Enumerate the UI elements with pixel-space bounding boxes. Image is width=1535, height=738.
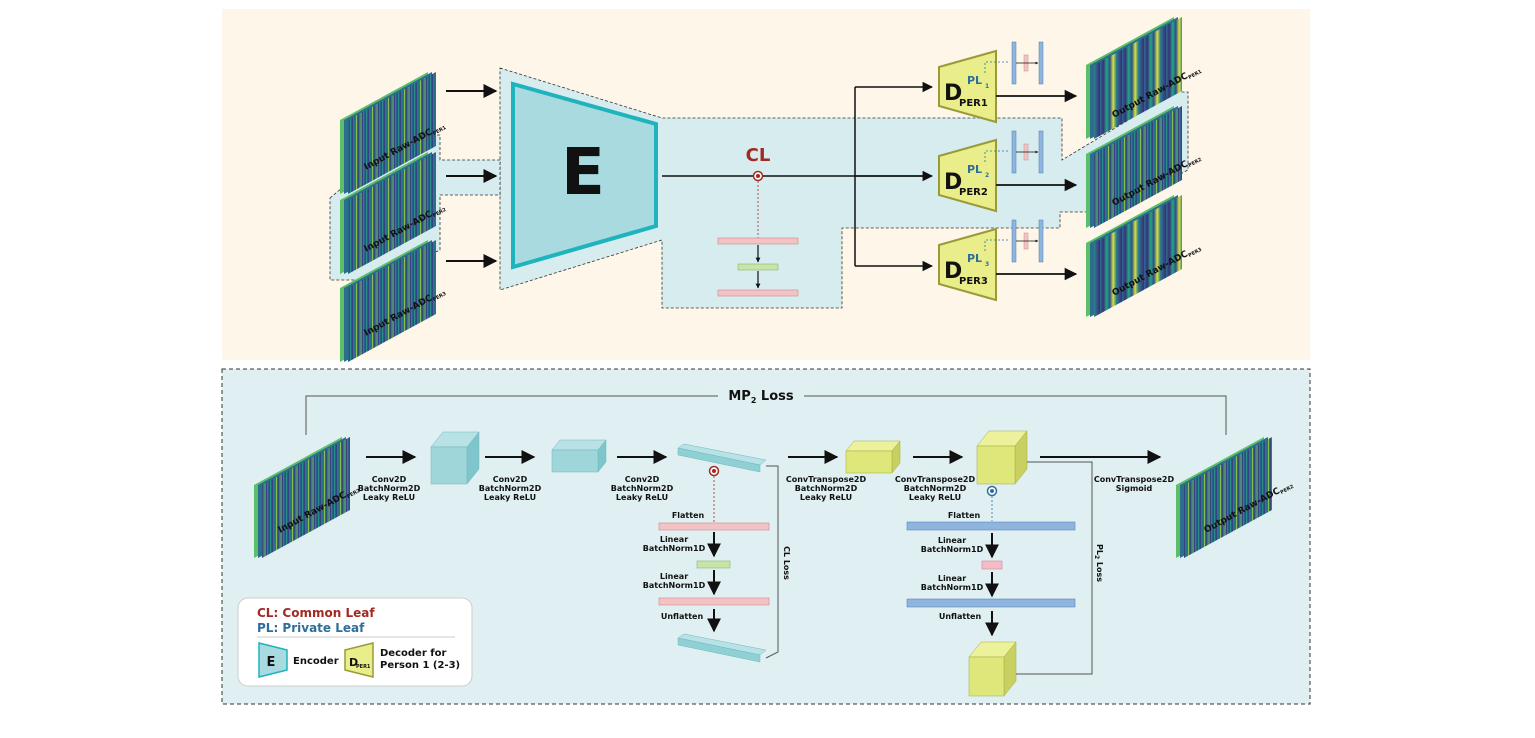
svg-text:PER1: PER1 bbox=[959, 98, 988, 109]
cl-linear-layer bbox=[696, 560, 731, 569]
encoder-region bbox=[499, 67, 1189, 309]
pl-flatten-label: Flatten bbox=[948, 511, 981, 520]
svg-text:2: 2 bbox=[985, 172, 989, 179]
pl-flatten-layer bbox=[906, 521, 1076, 531]
input-spectrogram-2 bbox=[340, 152, 436, 274]
svg-text:D: D bbox=[944, 170, 962, 195]
svg-text:PL: PL bbox=[967, 252, 982, 265]
dec-feature-map-1 bbox=[845, 440, 901, 474]
enc-latent-bar bbox=[677, 443, 767, 473]
cl-flatten-layer bbox=[658, 522, 770, 531]
encoder-letter: E bbox=[561, 136, 605, 210]
svg-text:PL: PL bbox=[967, 163, 982, 176]
legend-decoder-icon: D PER1 bbox=[344, 642, 374, 678]
svg-text:PER2: PER2 bbox=[959, 187, 988, 198]
svg-text:1: 1 bbox=[985, 83, 989, 90]
cl-unflatten-label: Unflatten bbox=[661, 612, 704, 621]
cl-loss-label: CL Loss bbox=[782, 546, 791, 580]
output-spectrogram-2 bbox=[1086, 106, 1182, 228]
pl-reconstructed-map bbox=[968, 641, 1017, 697]
svg-text:PER1: PER1 bbox=[356, 664, 371, 670]
legend-encoder-label: Encoder bbox=[293, 656, 339, 667]
output-spectrogram-3 bbox=[1086, 195, 1182, 317]
pl-linear-layer bbox=[981, 560, 1003, 570]
decoder-per1: D PER1 PL 1 bbox=[938, 41, 1044, 124]
svg-text:PL: PL bbox=[967, 74, 982, 87]
svg-text:D: D bbox=[349, 656, 358, 669]
pl-unflatten-layer bbox=[906, 598, 1076, 608]
bottom-output-spectrogram bbox=[1176, 437, 1272, 558]
svg-text:D: D bbox=[944, 259, 962, 284]
cl-linear-bar bbox=[737, 263, 779, 271]
svg-text:PER3: PER3 bbox=[959, 276, 988, 287]
output-spectrogram-1 bbox=[1086, 17, 1182, 139]
cl-reconstructed-bar bbox=[677, 633, 767, 663]
enc-feature-map-1 bbox=[430, 431, 480, 485]
svg-text:D: D bbox=[944, 81, 962, 106]
mp2-loss-label: MP2 Loss bbox=[728, 389, 794, 405]
legend-pl: PL: Private Leaf bbox=[257, 621, 365, 635]
legend-encoder-icon: E bbox=[258, 642, 288, 678]
cl-flatten-label: Flatten bbox=[672, 511, 705, 520]
pl-loss-label: PL2 Loss bbox=[1093, 544, 1104, 582]
cl-unflatten-bar bbox=[717, 289, 799, 297]
dec-feature-map-2 bbox=[976, 430, 1028, 485]
enc-feature-map-2 bbox=[551, 439, 607, 473]
encoder-block bbox=[511, 81, 658, 270]
input-spectrogram-1 bbox=[340, 72, 436, 194]
cl-flatten-bar bbox=[717, 237, 799, 245]
decoder-per3: D PER3 PL 3 bbox=[938, 219, 1044, 302]
cl-label: CL bbox=[746, 145, 771, 166]
cl-unflatten-layer bbox=[658, 597, 770, 606]
pl-unflatten-label: Unflatten bbox=[939, 612, 982, 621]
legend-box bbox=[237, 597, 473, 687]
decoder-per2: D PER2 PL 2 bbox=[938, 130, 1044, 213]
bottom-input-spectrogram bbox=[254, 437, 350, 558]
svg-text:E: E bbox=[267, 655, 276, 670]
input-spectrogram-3 bbox=[340, 240, 436, 362]
svg-text:3: 3 bbox=[985, 261, 989, 268]
legend-cl: CL: Common Leaf bbox=[257, 606, 375, 620]
